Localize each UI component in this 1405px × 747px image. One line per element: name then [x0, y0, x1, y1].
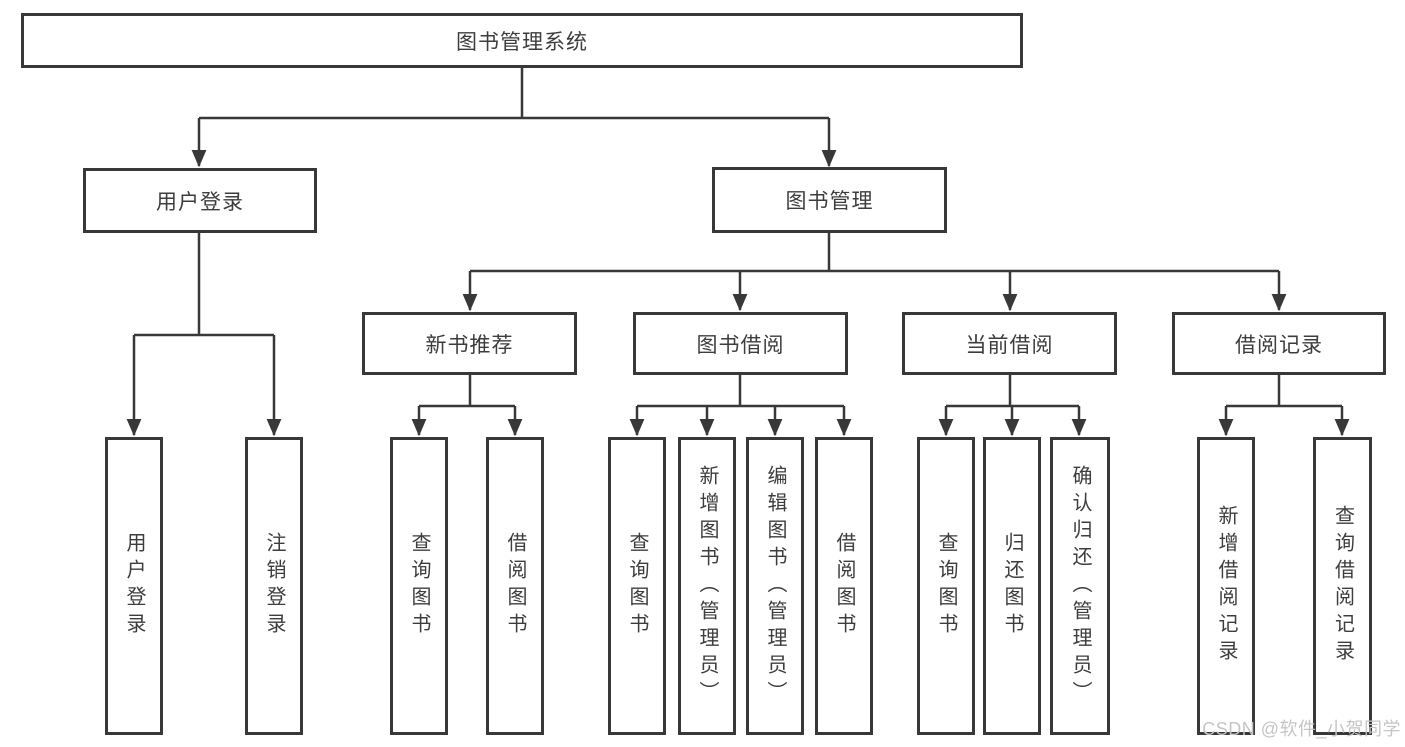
- leaf-query-borrow-record: 查询借阅记录: [1313, 437, 1372, 735]
- leaf-user-login: 用户登录: [105, 437, 163, 735]
- csdn-watermark: CSDN @软件_小贺同学: [1202, 719, 1401, 739]
- leaf-return-books: 归还图书: [983, 437, 1041, 735]
- leaf-confirm-return-admin: 确认归还（管理员）: [1050, 437, 1110, 735]
- node-borrow-records: 借阅记录: [1172, 312, 1386, 375]
- leaf-query-books-borrow: 查询图书: [608, 437, 666, 735]
- leaf-label: 新增图书（管理员）: [696, 464, 718, 708]
- leaf-edit-book-admin: 编辑图书（管理员）: [746, 437, 804, 735]
- leaf-label: 借阅图书: [504, 532, 526, 640]
- node-book-management-branch: 图书管理: [712, 167, 947, 233]
- leaf-label: 查询图书: [408, 532, 430, 640]
- leaf-label: 借阅图书: [833, 532, 855, 640]
- leaf-label: 确认归还（管理员）: [1069, 464, 1091, 708]
- node-root-system: 图书管理系统: [21, 13, 1023, 68]
- leaf-label: 查询图书: [626, 532, 648, 640]
- leaf-query-books-current: 查询图书: [917, 437, 975, 735]
- leaf-query-books-recommend: 查询图书: [390, 437, 448, 735]
- leaf-label: 用户登录: [123, 532, 145, 640]
- leaf-logout: 注销登录: [245, 437, 303, 735]
- leaf-borrow-books-recommend: 借阅图书: [486, 437, 544, 735]
- node-current-borrow: 当前借阅: [902, 312, 1117, 375]
- node-book-borrow: 图书借阅: [633, 312, 848, 375]
- leaf-label: 查询借阅记录: [1331, 505, 1354, 667]
- leaf-add-book-admin: 新增图书（管理员）: [678, 437, 736, 735]
- leaf-label: 归还图书: [1001, 532, 1023, 640]
- leaf-label: 查询图书: [935, 532, 957, 640]
- node-user-login-branch: 用户登录: [83, 168, 317, 233]
- leaf-borrow-books: 借阅图书: [815, 437, 873, 735]
- leaf-label: 编辑图书（管理员）: [764, 464, 786, 708]
- leaf-label: 新增借阅记录: [1215, 505, 1237, 667]
- leaf-add-borrow-record: 新增借阅记录: [1197, 437, 1255, 735]
- node-new-book-recommend: 新书推荐: [362, 312, 577, 375]
- leaf-label: 注销登录: [263, 532, 285, 640]
